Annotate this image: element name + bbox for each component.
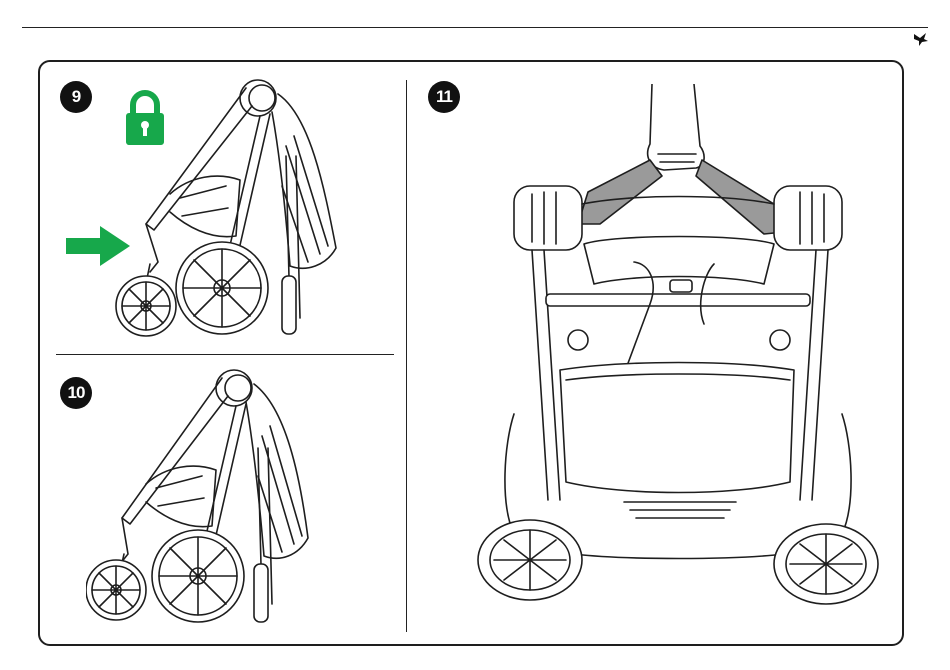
step-11-badge: 11 [428,81,460,113]
panel-divider-vertical [406,80,407,632]
brand-logo-icon [912,31,930,47]
step-9-badge: 9 [60,81,92,113]
folded-stroller-illustration-step9 [110,76,350,344]
header-rule [22,27,928,28]
folded-stroller-illustration-step10 [86,368,326,630]
carrying-stroller-illustration-step11 [474,84,884,614]
panel-divider-horizontal [56,354,394,355]
